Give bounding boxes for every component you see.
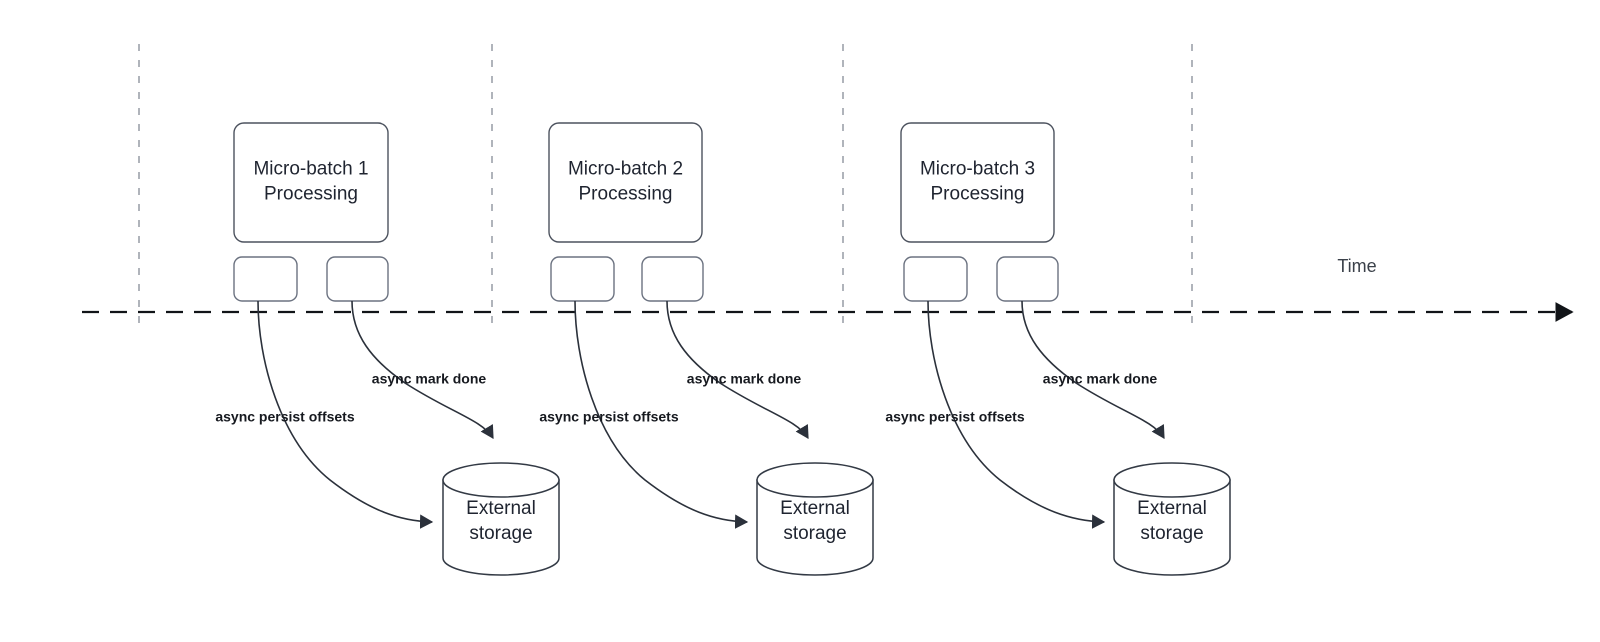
mark-done-3-curve xyxy=(1021,300,1165,440)
external-storage-3-label-line1: External xyxy=(1137,498,1207,519)
time-axis-label: Time xyxy=(1337,256,1376,276)
batch-box-1 xyxy=(233,122,389,243)
batch-label-line2-1: Processing xyxy=(264,184,358,205)
external-storage-2-label-line1: External xyxy=(780,498,850,519)
external-storage-2-top xyxy=(756,462,874,498)
external-storage-3-top xyxy=(1113,462,1231,498)
persist-offsets-1-curve xyxy=(257,300,434,529)
mini-box-2a xyxy=(550,256,615,302)
mini-box-2b xyxy=(641,256,704,302)
mark-done-2-label: async mark done xyxy=(687,371,802,387)
mark-done-3-label: async mark done xyxy=(1043,371,1158,387)
mini-box-1b xyxy=(326,256,389,302)
edge-group xyxy=(257,300,1165,529)
external-storage-1-top xyxy=(442,462,560,498)
batch-box-3 xyxy=(900,122,1055,243)
mark-done-1-label: async mark done xyxy=(372,371,487,387)
batch-label-line2-2: Processing xyxy=(579,184,673,205)
storage-group: External storage External storage External st… xyxy=(442,462,1231,576)
persist-offsets-2-curve xyxy=(574,300,749,529)
persist-offsets-3-curve xyxy=(927,300,1106,529)
external-storage-3-label-line2: storage xyxy=(1140,523,1203,544)
edge-label-group: async persist offsets async mark done asyn… xyxy=(215,371,1157,425)
mini-box-3a xyxy=(903,256,968,302)
external-storage-1-label-line2: storage xyxy=(469,523,532,544)
external-storage-3-body xyxy=(1113,479,1231,576)
persist-offsets-1-label: async persist offsets xyxy=(215,409,354,425)
batch-label-line1-2: Micro-batch 2 xyxy=(568,159,683,180)
external-storage-1-body xyxy=(442,479,560,576)
mini-box-1a xyxy=(233,256,298,302)
batch-label-line1-3: Micro-batch 3 xyxy=(920,159,1035,180)
batch-box-2 xyxy=(548,122,703,243)
mark-done-2-curve xyxy=(666,300,809,440)
batch-label-line2-3: Processing xyxy=(931,184,1025,205)
external-storage-1-label-line1: External xyxy=(466,498,536,519)
persist-offsets-2-label: async persist offsets xyxy=(539,409,678,425)
external-storage-2-body xyxy=(756,479,874,576)
mark-done-1-curve xyxy=(351,300,494,440)
batch-label-line1-1: Micro-batch 1 xyxy=(253,159,368,180)
external-storage-2-label-line2: storage xyxy=(783,523,846,544)
persist-offsets-3-label: async persist offsets xyxy=(885,409,1024,425)
mini-box-3b xyxy=(996,256,1059,302)
batch-group: Micro-batch 1 Processing Micro-batch 2 Proc… xyxy=(233,122,1059,302)
